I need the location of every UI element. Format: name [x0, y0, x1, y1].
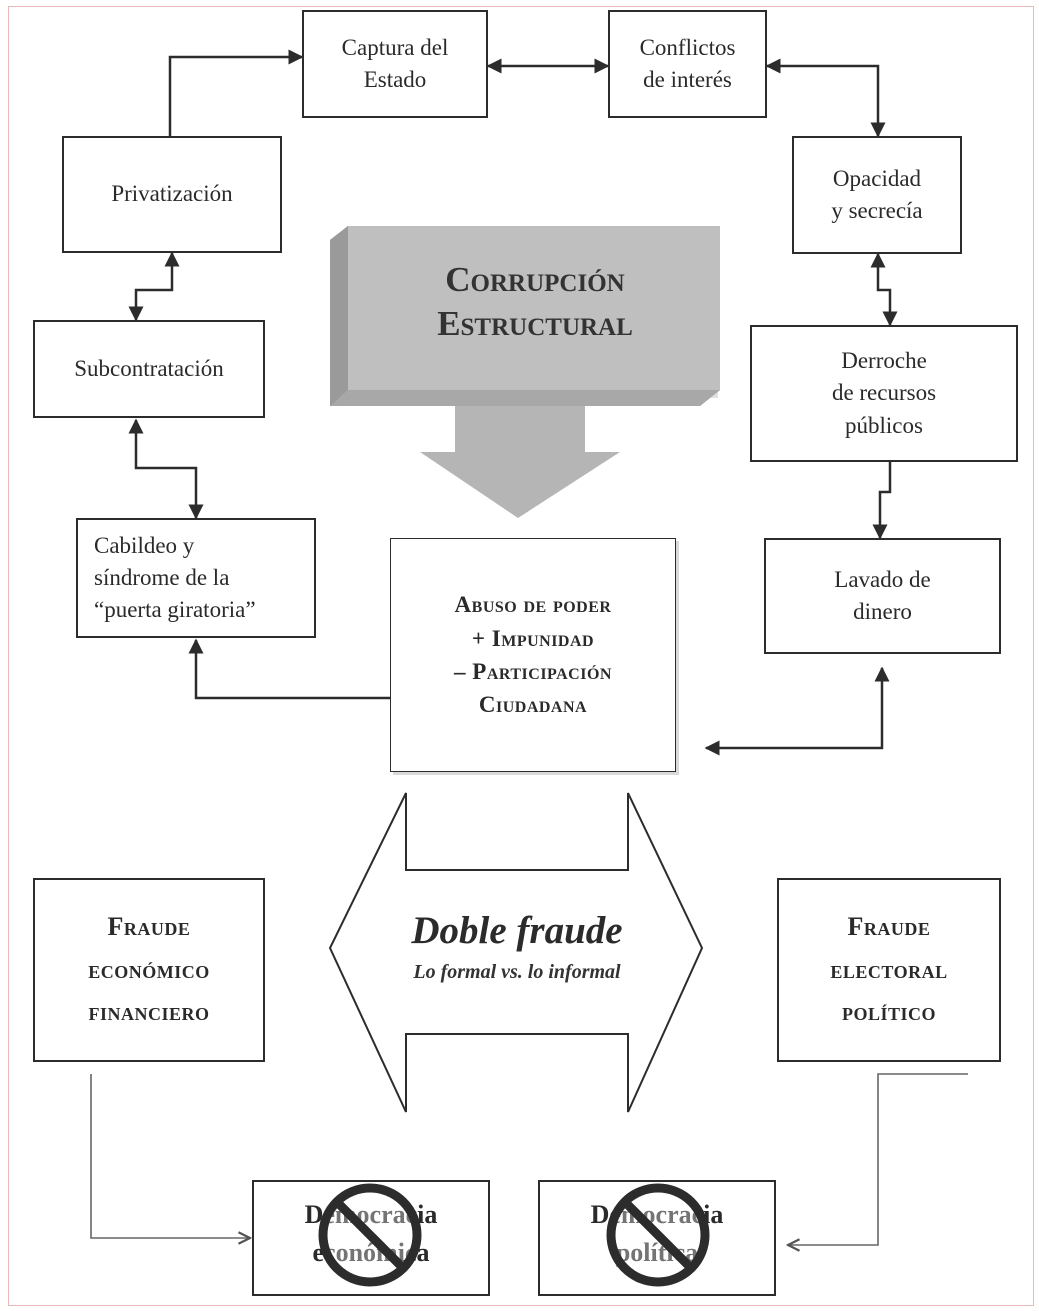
box-conflictos-de-interes: Conflictos de interés [608, 10, 767, 118]
lavado-line-2: dinero [853, 599, 912, 624]
derroche-line-1: Derroche [841, 348, 927, 374]
box-abuso-de-poder: Abuso de poder + Impunidad – Participaci… [390, 538, 676, 772]
box-privatizacion: Privatización [62, 136, 282, 253]
corruption-block-arrow [330, 226, 720, 518]
box-cabildeo: Cabildeo y síndrome de la “puerta girato… [76, 518, 316, 638]
no-sign-icon [318, 1183, 422, 1287]
connector-privatizacion-subcontratacion [128, 251, 180, 322]
connector-abuso-cabildeo [188, 638, 390, 700]
box-fraude-electoral: Fraude electoral político [777, 878, 1001, 1062]
privatizacion-label: Privatización [111, 181, 233, 207]
fraude-ele-line-1: Fraude [847, 911, 931, 941]
fraude-eco-line-2: económico [88, 954, 210, 984]
connector-lavado-abuso [704, 666, 890, 756]
box-captura-del-estado: Captura del Estado [302, 10, 488, 118]
opacidad-line-2: y secrecía [831, 198, 923, 223]
cabildeo-line-2: síndrome de la [94, 564, 230, 590]
doble-fraude-label: Doble fraude Lo formal vs. lo informal [372, 908, 662, 984]
connector-conflictos-opacidad [765, 58, 886, 138]
fraude-eco-line-3: financiero [88, 997, 210, 1027]
fraude-ele-line-3: político [841, 997, 937, 1027]
abuso-line-4: Ciudadana [478, 692, 588, 718]
fraude-ele-line-2: electoral [830, 954, 948, 984]
cabildeo-line-1: Cabildeo y [94, 532, 195, 558]
box-subcontratacion: Subcontratación [33, 320, 265, 418]
captura-line-1: Captura del [341, 34, 449, 60]
connector-subcontratacion-cabildeo [128, 418, 204, 520]
cabildeo-line-3: “puerta giratoria” [94, 597, 256, 623]
conflictos-line-1: Conflictos [639, 34, 736, 60]
double-fraud-arrow [328, 792, 704, 1113]
doble-fraude-subtitle: Lo formal vs. lo informal [413, 961, 621, 983]
title-line-1: Corrupción [445, 260, 625, 299]
connector-fraude-electoral-democracia [788, 1073, 968, 1245]
subcontratacion-label: Subcontratación [74, 355, 224, 381]
connector-fraude-economico-democracia [90, 1074, 250, 1238]
abuso-line-3: – Participación [454, 659, 612, 684]
lavado-line-1: Lavado de [834, 566, 931, 592]
box-fraude-economico: Fraude económico financiero [33, 878, 265, 1062]
no-sign-icon [606, 1183, 710, 1287]
connector-privatizacion-captura [162, 49, 304, 162]
conflictos-line-2: de interés [643, 67, 732, 92]
title-line-2: Estructural [437, 303, 633, 343]
captura-line-2: Estado [363, 67, 427, 92]
opacidad-line-1: Opacidad [832, 165, 922, 191]
connector-derroche-lavado [872, 462, 892, 540]
doble-fraude-title: Doble fraude [411, 909, 623, 952]
derroche-line-2: de recursos [831, 380, 937, 406]
derroche-line-3: públicos [845, 412, 923, 438]
page-frame [8, 6, 1034, 1306]
connector-opacidad-derroche [870, 252, 898, 327]
box-derroche-recursos: Derroche de recursos públicos [750, 325, 1018, 462]
abuso-line-1: Abuso de poder [454, 592, 612, 618]
fraude-eco-line-1: Fraude [107, 911, 191, 941]
abuso-line-2: + Impunidad [471, 625, 595, 651]
corrupcion-estructural-title: Corrupción Estructural [360, 258, 710, 346]
box-lavado-de-dinero: Lavado de dinero [764, 538, 1001, 654]
box-opacidad-y-secrecia: Opacidad y secrecía [792, 136, 962, 254]
